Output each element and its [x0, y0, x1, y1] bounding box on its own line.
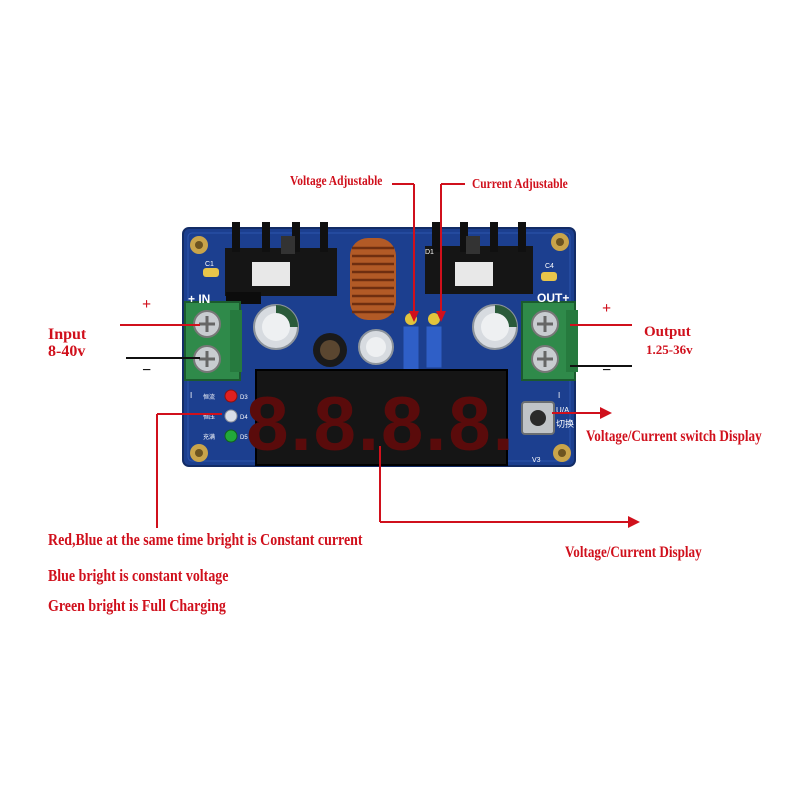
- input-minus-sign: −: [142, 362, 152, 379]
- out-silkscreen-label: OUT+: [537, 291, 569, 305]
- electrolytic-capacitor: [253, 304, 299, 350]
- output-terminal-block[interactable]: [521, 301, 578, 381]
- output-minus-sign: −: [602, 362, 612, 379]
- display-label: Voltage/Current Display: [565, 544, 702, 561]
- i-right-silkscreen: I: [558, 391, 560, 400]
- heatsink-right: [425, 222, 533, 294]
- heatsink-left: [225, 222, 337, 304]
- led-note: Red,Blue at the same time bright is Cons…: [48, 530, 363, 549]
- arrow-head-icon: [628, 516, 640, 528]
- led-ref: D5: [240, 435, 248, 441]
- mounting-hole: [551, 233, 569, 251]
- minus-lines: [126, 357, 632, 367]
- switch-display-label: Voltage/Current switch Display: [586, 428, 762, 445]
- led-label: 充满: [203, 433, 215, 441]
- status-led-constant-voltage: [224, 409, 238, 423]
- input-plus-sign: +: [142, 296, 152, 313]
- d1-silkscreen: D1: [425, 249, 434, 256]
- led-ref: D3: [240, 395, 248, 401]
- arrow-head-icon: [409, 311, 419, 322]
- input-range: 8-40v: [48, 343, 86, 360]
- input-terminal-block[interactable]: [184, 301, 242, 381]
- led-note: Blue bright is constant voltage: [48, 566, 229, 585]
- mounting-hole: [553, 444, 571, 462]
- i-left-silkscreen: I: [190, 391, 192, 400]
- input-title: Input: [48, 326, 87, 343]
- ceramic-capacitor: [203, 268, 219, 277]
- v3-silkscreen: V3: [532, 457, 541, 464]
- arrow-head-icon: [436, 311, 446, 322]
- voltage-current-switch-button[interactable]: [521, 401, 555, 435]
- status-led-full-charge: [224, 429, 238, 443]
- status-led-constant-current: [224, 389, 238, 403]
- ceramic-capacitor: [541, 272, 557, 281]
- mounting-hole: [190, 236, 208, 254]
- led-note: Green bright is Full Charging: [48, 596, 226, 615]
- in-silkscreen-label: + IN: [188, 292, 210, 306]
- led-label: 恒流: [203, 393, 215, 401]
- led-ref: D4: [240, 415, 248, 421]
- current-potentiometer[interactable]: [425, 313, 443, 369]
- toroid-inductor: [350, 238, 396, 320]
- output-plus-sign: +: [602, 300, 612, 317]
- output-range: 1.25-36v: [646, 342, 693, 357]
- output-title: Output: [644, 324, 691, 340]
- switch-button-label-top: U/A: [556, 406, 570, 415]
- electrolytic-capacitor: [472, 304, 518, 350]
- voltage-adjustable-label: Voltage Adjustable: [290, 174, 383, 189]
- power-inductor: [313, 333, 347, 367]
- arrow-head-icon: [600, 407, 612, 419]
- annotation-lines: [120, 183, 632, 528]
- c1-silkscreen: C1: [205, 261, 214, 268]
- switch-button-label: 切换: [556, 418, 574, 429]
- c4-silkscreen: C4: [545, 263, 554, 270]
- led-label: 恒压: [203, 413, 215, 421]
- current-adjustable-label: Current Adjustable: [472, 177, 568, 192]
- electrolytic-capacitor: [358, 329, 394, 365]
- mounting-hole: [190, 444, 208, 462]
